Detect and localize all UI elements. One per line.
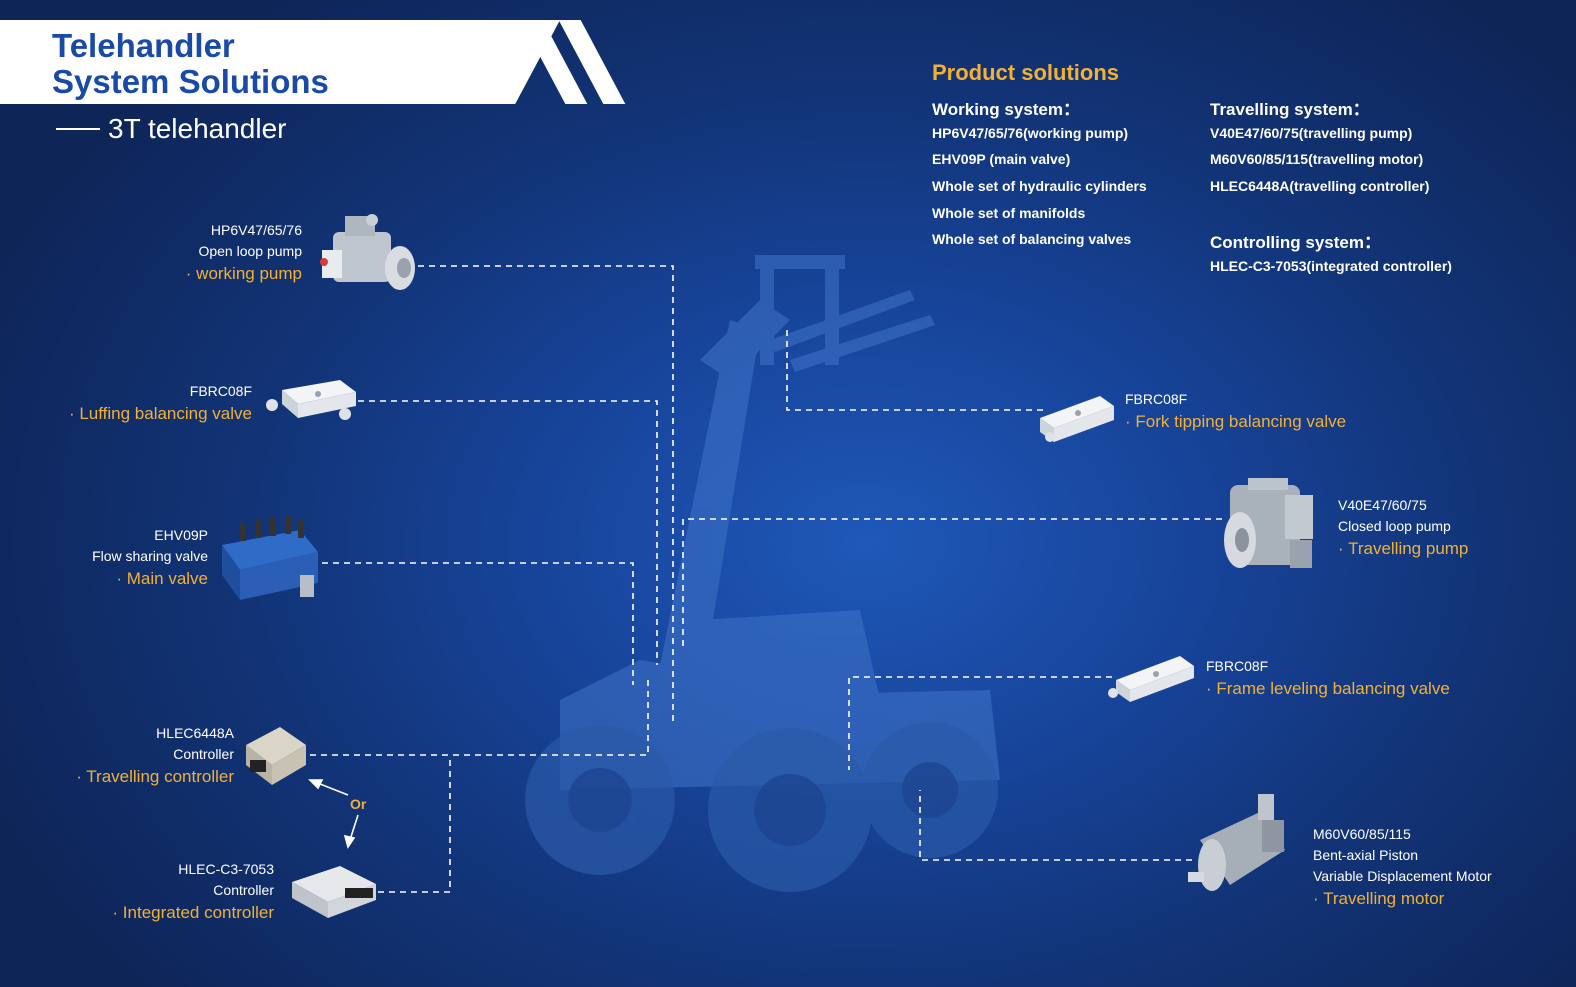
- label-integrated-controller: HLEC-C3-7053 Controller · Integrated con…: [60, 859, 274, 923]
- or-arrows: [308, 779, 359, 849]
- connector-working-pump: [418, 265, 674, 725]
- title-banner: [0, 20, 560, 104]
- connector-travelling-pump: [682, 518, 1222, 650]
- working-system-item: Whole set of balancing valves: [932, 231, 1132, 247]
- model-name: FBRC08F: [1125, 391, 1188, 407]
- connector-main-valve: [322, 562, 634, 685]
- component-desc: Controller: [173, 746, 234, 762]
- controlling-system-heading: Controlling system：: [1210, 233, 1381, 252]
- controller-icon: [292, 866, 376, 918]
- component-desc: Flow sharing valve: [92, 548, 208, 564]
- travelling-system-item: M60V60/85/115(travelling motor): [1210, 151, 1424, 167]
- connector-lines: [310, 265, 1222, 893]
- model-name: M60V60/85/115: [1313, 826, 1411, 842]
- product-solutions-title: Product solutions: [932, 60, 1119, 85]
- component-function: · Frame leveling balancing valve: [1206, 679, 1450, 698]
- model-name: HP6V47/65/76: [210, 222, 302, 238]
- page-title: Telehandler System Solutions: [52, 28, 329, 100]
- balancing-valve-icon: [266, 380, 356, 420]
- model-name: EHV09P: [154, 527, 208, 543]
- model-name: HLEC6448A: [156, 725, 234, 741]
- working-system-heading: Working system：: [932, 100, 1081, 119]
- balancing-valve-icon: [1040, 396, 1114, 442]
- working-system-item: HP6V47/65/76(working pump): [932, 125, 1129, 141]
- component-desc: Bent-axial Piston: [1313, 847, 1419, 863]
- component-function: · Luffing balancing valve: [68, 404, 252, 423]
- label-luffing-valve: FBRC08F · Luffing balancing valve: [40, 381, 252, 424]
- component-function: · Travelling motor: [1313, 889, 1445, 908]
- connector-travelling-controller: [310, 680, 649, 756]
- piston-motor-icon: [1188, 794, 1285, 891]
- model-name: HLEC-C3-7053: [178, 861, 274, 877]
- connector-travelling-motor: [919, 790, 1192, 861]
- page-title-line1: Telehandler: [52, 27, 235, 64]
- working-system-item: Whole set of manifolds: [932, 205, 1086, 221]
- connector-fork-valve: [786, 330, 1043, 411]
- label-travelling-pump: V40E47/60/75 Closed loop pump · Travelli…: [1338, 495, 1538, 559]
- label-fork-valve: FBRC08F · Fork tipping balancing valve: [1125, 389, 1385, 432]
- working-system-item: Whole set of hydraulic cylinders: [932, 178, 1147, 194]
- label-main-valve: EHV09P Flow sharing valve · Main valve: [40, 525, 208, 589]
- travelling-system-heading: Travelling system：: [1210, 100, 1370, 119]
- telehandler-silhouette: [560, 255, 1000, 790]
- component-desc: Open loop pump: [198, 243, 302, 259]
- model-name: V40E47/60/75: [1338, 497, 1427, 513]
- subtitle-dash: [56, 128, 100, 130]
- working-system-item: EHV09P (main valve): [932, 151, 1071, 167]
- component-function: · Travelling controller: [76, 767, 234, 786]
- connector-integrated-controller: [378, 757, 451, 893]
- travelling-system-item: V40E47/60/75(travelling pump): [1210, 125, 1413, 141]
- piston-pump-icon: [320, 214, 415, 290]
- page-title-line2: System Solutions: [52, 63, 329, 100]
- subtitle-group: 3T telehandler: [56, 113, 287, 145]
- component-desc: Controller: [213, 882, 274, 898]
- label-travelling-motor: M60V60/85/115 Bent-axial Piston Variable…: [1313, 824, 1553, 909]
- component-desc: Closed loop pump: [1338, 518, 1451, 534]
- model-name: FBRC08F: [1206, 658, 1269, 674]
- connector-luffing-valve: [358, 400, 658, 665]
- label-travelling-controller: HLEC6448A Controller · Travelling contro…: [40, 723, 234, 787]
- component-function: · Travelling pump: [1338, 539, 1469, 558]
- page-subtitle: 3T telehandler: [108, 113, 287, 144]
- or-label: Or: [350, 796, 367, 812]
- model-name: FBRC08F: [189, 383, 252, 399]
- component-function: · Main valve: [116, 569, 208, 588]
- closed-loop-pump-icon: [1224, 478, 1313, 568]
- component-function: · Integrated controller: [112, 903, 274, 922]
- component-function: · working pump: [185, 264, 302, 283]
- balancing-valve-icon: [1108, 656, 1194, 702]
- connector-frame-valve: [848, 676, 1112, 770]
- label-working-pump: HP6V47/65/76 Open loop pump · working pu…: [140, 220, 302, 284]
- label-frame-valve: FBRC08F · Frame leveling balancing valve: [1206, 656, 1486, 699]
- travelling-system-item: HLEC6448A(travelling controller): [1210, 178, 1430, 194]
- controller-icon: [246, 727, 306, 785]
- controlling-system-item: HLEC-C3-7053(integrated controller): [1210, 258, 1452, 274]
- component-desc: Variable Displacement Motor: [1313, 868, 1492, 884]
- component-function: · Fork tipping balancing valve: [1125, 412, 1347, 431]
- multi-way-valve-icon: [222, 516, 318, 600]
